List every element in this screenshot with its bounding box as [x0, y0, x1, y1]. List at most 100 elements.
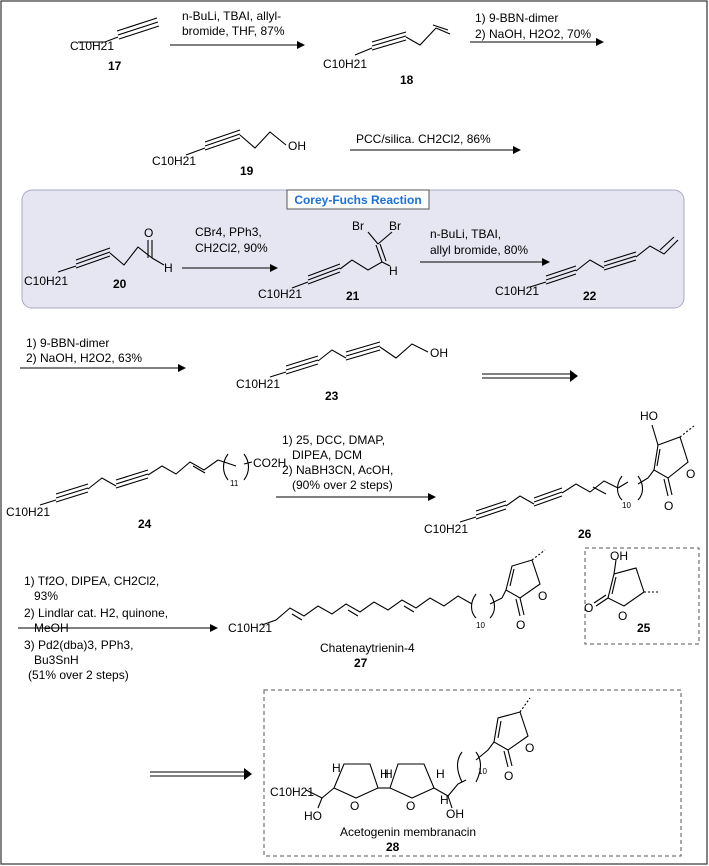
step5-line2: allyl bromide, 80% — [430, 243, 528, 257]
label-23: 23 — [325, 389, 339, 403]
step7-line1: 1) 25, DCC, DMAP, — [282, 433, 385, 447]
oh-19: OH — [288, 139, 306, 153]
step4-line1: CBr4, PPh3, — [195, 225, 262, 239]
o-carbonyl-25: O — [584, 601, 593, 615]
label-26: 26 — [578, 527, 592, 541]
label-27: 27 — [354, 656, 368, 670]
h-21: H — [389, 264, 398, 278]
compound-24: CO2H 11 C10H21 24 — [6, 453, 286, 531]
o-ring-27: O — [538, 589, 547, 603]
arrow-step1: n-BuLi, TBAI, allyl- bromide, THF, 87% — [170, 9, 305, 49]
br-21b: Br — [389, 219, 401, 233]
h-chain-28: H — [440, 793, 449, 807]
o-ring-25: O — [618, 609, 627, 623]
step8-line1: 1) Tf2O, DIPEA, CH2Cl2, — [24, 574, 159, 588]
step7-line2: DIPEA, DCM — [292, 448, 362, 462]
compound-18: C10H21 18 — [323, 24, 451, 87]
step8-line6: Bu3SnH — [34, 653, 79, 667]
alkyl-18: C10H21 — [323, 57, 367, 71]
h-thf2b-28: H — [436, 767, 445, 781]
alkyl-20: C10H21 — [24, 274, 68, 288]
sub10-28: 10 — [478, 767, 487, 776]
compound-25-box: OH O O 25 — [584, 547, 700, 645]
br-21a: Br — [352, 219, 364, 233]
step2-line2: 2) NaOH, H2O2, 70% — [475, 27, 591, 41]
step7-line4: (90% over 2 steps) — [292, 478, 393, 492]
step1-line1: n-BuLi, TBAI, allyl- — [182, 9, 281, 23]
label-19: 19 — [240, 164, 254, 178]
o-carbonyl-26: O — [664, 499, 673, 513]
o-carbonyl-28: O — [504, 769, 513, 783]
sub10-26: 10 — [622, 501, 631, 510]
step8-line5: 3) Pd2(dba)3, PPh3, — [24, 638, 133, 652]
alkyl-23: C10H21 — [236, 377, 280, 391]
alkyl-19: C10H21 — [152, 154, 196, 168]
arrow-step6: 1) 9-BBN-dimer 2) NaOH, H2O2, 63% — [20, 336, 186, 372]
h-thf1a-28: H — [332, 761, 341, 775]
step8-line4: MeOH — [34, 621, 69, 635]
step5-line1: n-BuLi, TBAI, — [430, 227, 501, 241]
arrow-step3: PCC/silica. CH2Cl2, 86% — [350, 132, 521, 154]
alkyl-28: C10H21 — [270, 785, 314, 799]
compound-17: C10H21 17 — [70, 17, 160, 73]
o-thf2-28: O — [406, 799, 415, 813]
corey-fuchs-title: Corey-Fuchs Reaction — [294, 193, 421, 207]
corey-fuchs-title-box — [286, 189, 430, 210]
co2h-24: CO2H — [253, 456, 286, 470]
o-ring-26: O — [686, 467, 695, 481]
label-22: 22 — [583, 289, 597, 303]
o-carbonyl-27: O — [516, 618, 525, 632]
label-25: 25 — [637, 621, 651, 635]
step1-line2: bromide, THF, 87% — [182, 24, 285, 38]
alkyl-26: C10H21 — [424, 522, 468, 536]
alkyl-17: C10H21 — [70, 39, 114, 53]
label-17: 17 — [108, 59, 122, 73]
arrow-step2: 1) 9-BBN-dimer 2) NaOH, H2O2, 70% — [470, 11, 604, 46]
h-thf1b-28: H — [380, 767, 389, 781]
oh-28: OH — [446, 807, 464, 821]
label-21: 21 — [346, 289, 360, 303]
alkyl-24: C10H21 — [6, 505, 50, 519]
arrow-step8: 1) Tf2O, DIPEA, CH2Cl2, 93% 2) Lindlar c… — [18, 574, 218, 682]
label-28: 28 — [386, 840, 400, 854]
sub10-27: 10 — [476, 621, 485, 630]
name-27: Chatenaytrienin-4 — [320, 641, 415, 655]
alkyl-22: C10H21 — [495, 284, 539, 298]
o-thf1-28: O — [350, 799, 359, 813]
o-20: O — [144, 226, 153, 240]
step4-line2: CH2Cl2, 90% — [195, 241, 268, 255]
compound-28-box: HO O H H O H H OH H 10 O O C10H21 Acetog… — [263, 689, 682, 857]
step2-line1: 1) 9-BBN-dimer — [475, 11, 558, 25]
h-thf2a-28: H — [384, 767, 393, 781]
step3-line1: PCC/silica. CH2Cl2, 86% — [356, 132, 491, 146]
ho-26: HO — [640, 409, 658, 423]
alkyl-21: C10H21 — [258, 287, 302, 301]
step8-line2: 93% — [34, 589, 58, 603]
step8-line3: 2) Lindlar cat. H2, quinone, — [24, 606, 168, 620]
label-18: 18 — [400, 73, 414, 87]
h-20: H — [164, 261, 173, 275]
arrow-step7: 1) 25, DCC, DMAP, DIPEA, DCM 2) NaBH3CN,… — [276, 433, 436, 501]
step6-line2: 2) NaOH, H2O2, 63% — [26, 351, 142, 365]
sub11-24: 11 — [230, 479, 239, 488]
compound-23: OH C10H21 23 — [236, 341, 448, 403]
label-24: 24 — [138, 517, 152, 531]
arrow-multistep-1 — [482, 370, 578, 382]
compound-20: O H C10H21 20 — [24, 226, 173, 291]
compound-19: OH C10H21 19 — [152, 129, 306, 178]
step7-line3: 2) NaBH3CN, AcOH, — [282, 463, 393, 477]
name-28: Acetogenin membranacin — [340, 825, 476, 839]
compound-21: Br Br H C10H21 21 — [258, 219, 401, 303]
label-20: 20 — [113, 277, 127, 291]
arrow-step5: n-BuLi, TBAI, allyl bromide, 80% — [420, 227, 550, 266]
step6-line1: 1) 9-BBN-dimer — [26, 336, 109, 350]
compound-22: C10H21 22 — [495, 236, 679, 303]
compound-27: 10 O O C10H21 Chatenaytrienin-4 27 — [228, 549, 547, 670]
o-ring-28: O — [525, 741, 534, 755]
oh-25: OH — [610, 549, 628, 563]
oh-23: OH — [430, 346, 448, 360]
compound-26: 10 HO O O C10H21 26 — [424, 409, 695, 541]
step8-line7: (51% over 2 steps) — [28, 668, 129, 682]
arrow-multistep-2 — [150, 768, 252, 780]
